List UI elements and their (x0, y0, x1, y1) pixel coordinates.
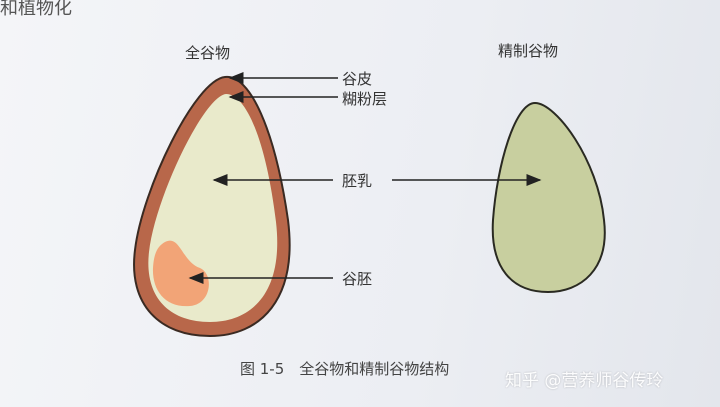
bran-label: 谷皮 (342, 70, 373, 88)
whole-grain-title: 全谷物 (185, 44, 231, 62)
germ-label: 谷胚 (342, 270, 373, 288)
figure-caption: 图 1-5 全谷物和精制谷物结构 (240, 360, 450, 378)
refined-grain-title: 精制谷物 (498, 42, 559, 60)
refined-grain (491, 101, 606, 294)
watermark: 知乎 @营养师谷传玲 (505, 371, 664, 391)
whole-grain-germ (152, 240, 209, 307)
endosperm-label: 胚乳 (342, 172, 373, 190)
page-text-fragment: 和植物化 (0, 0, 72, 19)
aleurone-label: 糊粉层 (342, 90, 388, 108)
